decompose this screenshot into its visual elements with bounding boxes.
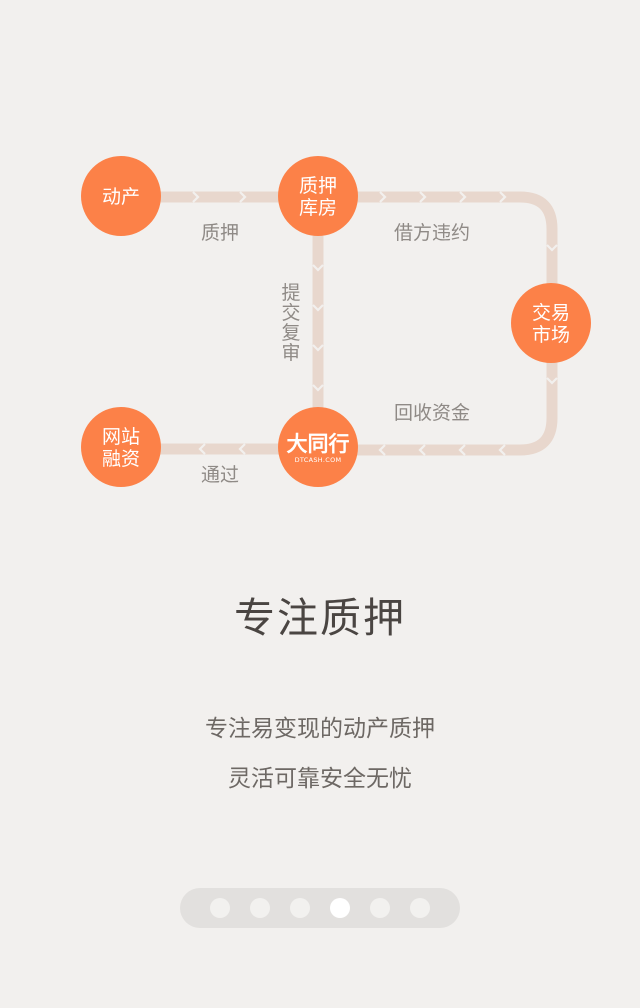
page-dot-2[interactable]: [250, 898, 270, 918]
svg-text:DTCASH.COM: DTCASH.COM: [295, 456, 342, 464]
svg-text:网站: 网站: [102, 426, 140, 448]
edge-label-recover: 回收资金: [394, 402, 470, 424]
svg-text:质押: 质押: [299, 175, 337, 197]
description-line-2: 灵活可靠安全无忧: [228, 766, 412, 792]
node-pledge-warehouse: 质押 库房: [278, 156, 358, 236]
svg-text:市场: 市场: [532, 324, 570, 346]
svg-text:库房: 库房: [299, 197, 337, 219]
node-movables: 动产: [81, 156, 161, 236]
svg-text:融资: 融资: [102, 448, 140, 470]
flow-diagram: 质押 借方违约 回收资金 通过 提 交 复 审 动产 质押 库房 交易 市场 网…: [81, 156, 591, 487]
node-online-financing: 网站 融资: [81, 407, 161, 487]
svg-text:交: 交: [281, 302, 300, 324]
page-title: 专注质押: [234, 594, 406, 642]
svg-text:交易: 交易: [532, 302, 570, 324]
page-indicator[interactable]: [180, 888, 460, 928]
page-dot-3[interactable]: [290, 898, 310, 918]
page-dot-6[interactable]: [410, 898, 430, 918]
edge-label-lend: 借方违约: [394, 222, 470, 244]
page-dot-4-active[interactable]: [330, 898, 350, 918]
node-brand-logo: 大同行 DTCASH.COM: [278, 407, 358, 487]
description-line-1: 专注易变现的动产质押: [205, 716, 435, 742]
page-dot-1[interactable]: [210, 898, 230, 918]
node-trade-market: 交易 市场: [511, 283, 591, 363]
svg-text:审: 审: [281, 342, 300, 364]
page-dot-5[interactable]: [370, 898, 390, 918]
svg-text:动产: 动产: [102, 186, 140, 208]
edge-label-approve: 通过: [201, 464, 239, 486]
edge-label-pledge: 质押: [201, 222, 239, 244]
svg-text:复: 复: [281, 322, 300, 344]
svg-text:提: 提: [281, 282, 300, 304]
svg-text:大同行: 大同行: [287, 432, 350, 456]
edge-label-review: 提 交 复 审: [281, 282, 300, 364]
